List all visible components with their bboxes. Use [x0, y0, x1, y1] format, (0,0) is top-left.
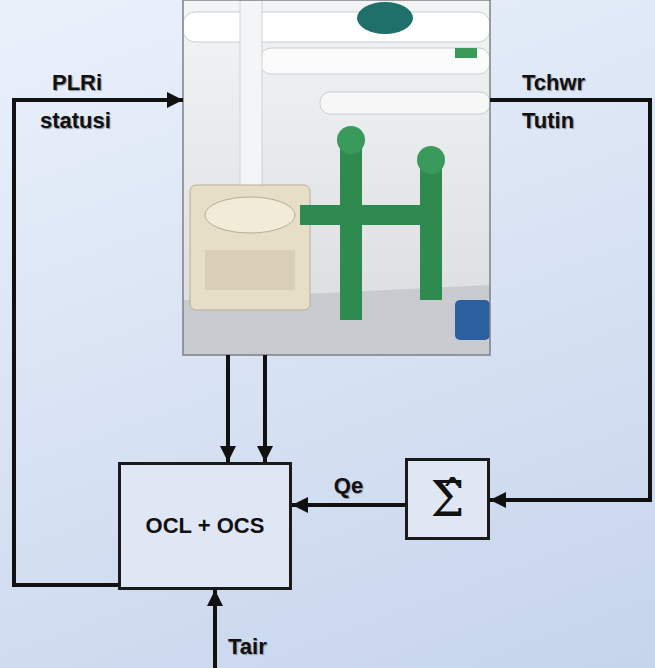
signal-name: PLRi — [52, 70, 102, 96]
node-text: Σ̂ — [431, 471, 465, 527]
motor — [455, 300, 490, 340]
signal-name: Tutin — [522, 108, 574, 134]
photo-wall — [183, 0, 490, 355]
measurement-wire — [490, 100, 650, 500]
chiller-unit — [190, 185, 310, 310]
exit-sign — [455, 48, 477, 58]
chiller-plant-photo — [183, 0, 490, 355]
input-wire — [213, 590, 217, 668]
signal-name: statusi — [40, 108, 111, 134]
ceiling-pipe — [260, 48, 490, 74]
pipe-elbow — [337, 126, 365, 154]
ceiling-pipe — [320, 92, 490, 114]
signal-arrow — [292, 503, 405, 507]
plant-wire — [263, 355, 267, 462]
node-text: OCL + OCS — [146, 513, 265, 539]
estimator-box: Σ̂ — [405, 458, 490, 540]
chiller-shell — [205, 197, 295, 233]
signal-name: Qe — [334, 473, 363, 499]
photo-frame — [183, 0, 490, 355]
green-pipe — [340, 140, 362, 320]
signal-name: Tair — [228, 634, 267, 660]
pump — [357, 2, 413, 34]
plant-wire — [226, 355, 230, 462]
green-pipe — [300, 205, 440, 225]
signal-name: Tchwr — [522, 70, 585, 96]
chiller-base — [205, 250, 295, 290]
pipe-elbow — [417, 146, 445, 174]
ceiling-pipe — [183, 12, 490, 42]
controller-box: OCL + OCS — [118, 462, 292, 590]
green-pipe — [420, 160, 442, 300]
